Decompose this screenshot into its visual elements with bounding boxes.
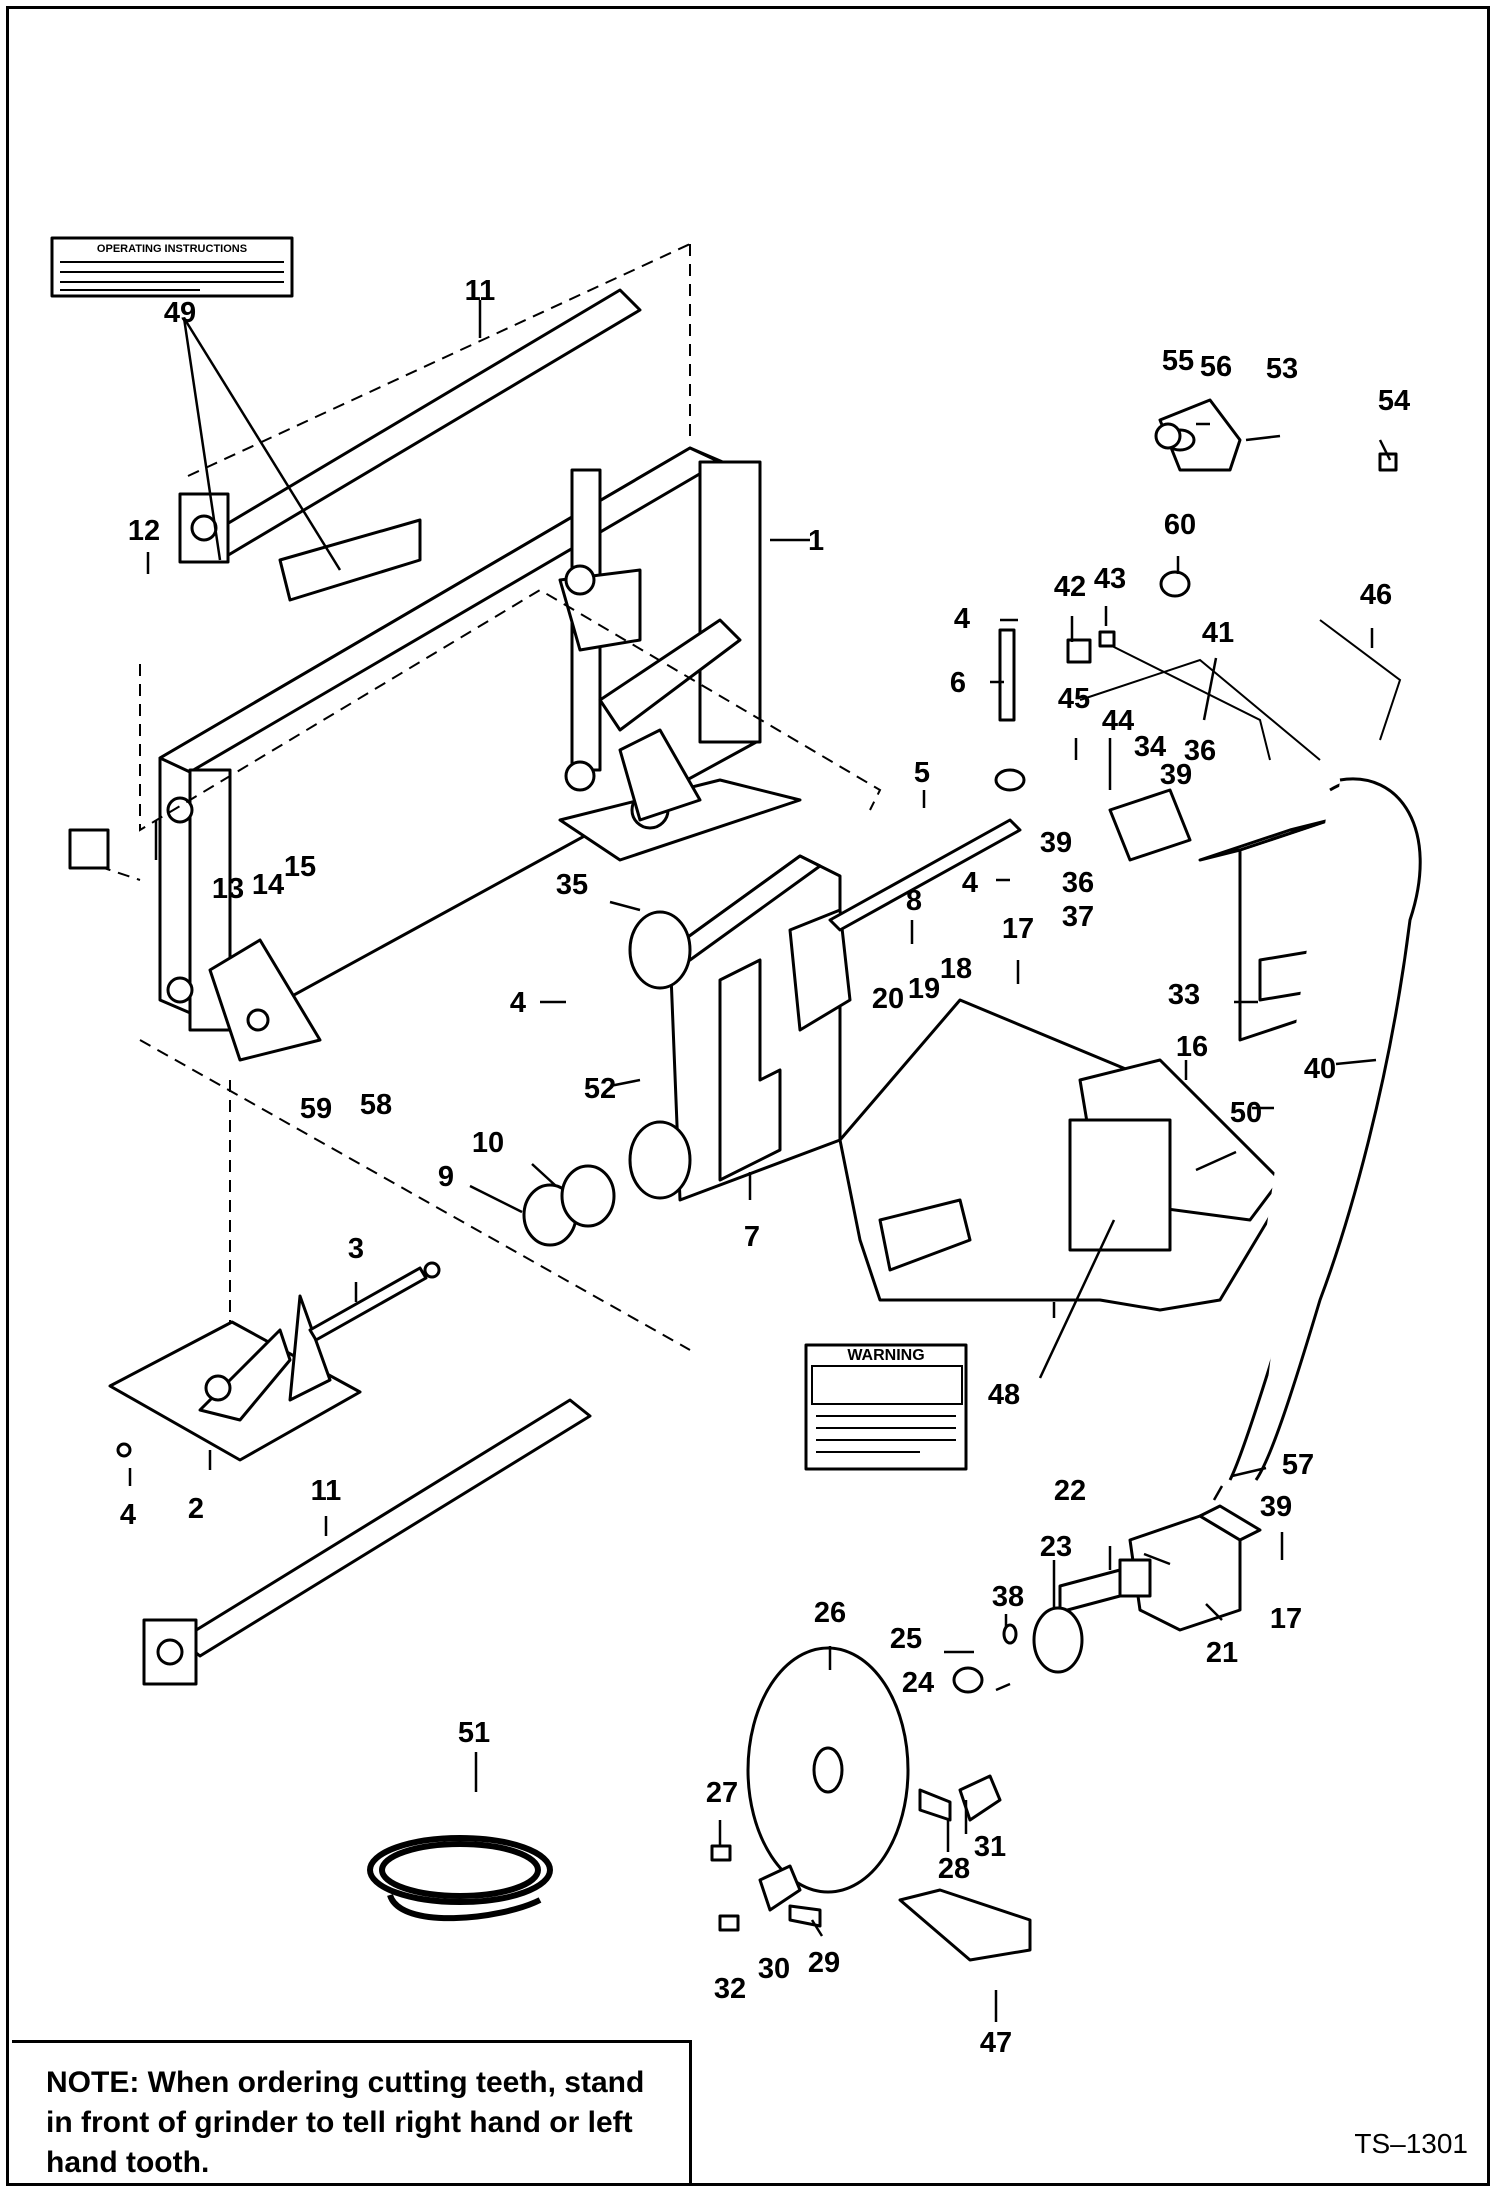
callout-3: 3 <box>348 1233 364 1265</box>
cutter-disc <box>710 1646 1002 1932</box>
callout-35: 35 <box>556 869 588 901</box>
lower-bar <box>142 1398 592 1686</box>
callout-27: 27 <box>706 1777 738 1809</box>
callout-49: 49 <box>164 297 196 329</box>
cutting-tooth <box>898 1888 1032 1962</box>
callout-36-b: 36 <box>1062 867 1094 899</box>
callout-58: 58 <box>360 1089 392 1121</box>
hoses <box>1079 619 1422 1481</box>
callout-19: 19 <box>908 973 940 1005</box>
callout-20: 20 <box>872 983 904 1015</box>
pin <box>998 628 1016 722</box>
callout-24: 24 <box>902 1667 934 1699</box>
valve-block <box>1108 788 1332 1042</box>
callout-56: 56 <box>1200 351 1232 383</box>
axle <box>828 818 1022 932</box>
callout-16: 16 <box>1176 1031 1208 1063</box>
leader-lines <box>128 300 1392 2022</box>
callout-32: 32 <box>714 1973 746 2005</box>
callout-46: 46 <box>1360 579 1392 611</box>
callout-60: 60 <box>1164 509 1196 541</box>
callout-7: 7 <box>744 1221 760 1253</box>
ordering-note: NOTE: When ordering cutting teeth, stand… <box>46 2066 645 2179</box>
callout-50: 50 <box>1230 1097 1262 1129</box>
callout-39-a: 39 <box>1160 759 1192 791</box>
operating-instructions-decal: OPERATING INSTRUCTIONS <box>50 236 294 298</box>
callout-33: 33 <box>1168 979 1200 1011</box>
callout-28: 28 <box>938 1853 970 1885</box>
hydraulic-motor <box>1058 1504 1262 1632</box>
callout-2: 2 <box>188 1493 204 1525</box>
callout-54: 54 <box>1378 385 1410 417</box>
callout-30: 30 <box>758 1953 790 1985</box>
callout-12: 12 <box>128 515 160 547</box>
callout-51: 51 <box>458 1717 490 1749</box>
callout-40: 40 <box>1304 1053 1336 1085</box>
drum-housing <box>628 854 852 1202</box>
callout-5: 5 <box>914 757 930 789</box>
callout-1: 1 <box>808 525 824 557</box>
callout-45: 45 <box>1058 683 1090 715</box>
callout-9: 9 <box>438 1161 454 1193</box>
callout-4-c: 4 <box>510 987 526 1019</box>
callout-31: 31 <box>974 1831 1006 1863</box>
callout-39-b: 39 <box>1040 827 1072 859</box>
callout-22: 22 <box>1054 1475 1086 1507</box>
callout-26: 26 <box>814 1597 846 1629</box>
callout-17-b: 17 <box>1270 1603 1302 1635</box>
callout-23: 23 <box>1040 1531 1072 1563</box>
callout-21: 21 <box>1206 1637 1238 1669</box>
warning-decal: WARNING <box>804 1343 968 1471</box>
callout-11-a: 11 <box>465 275 496 307</box>
warning-decal-title: WARNING <box>847 1347 924 1364</box>
callout-55: 55 <box>1162 345 1194 377</box>
callout-15: 15 <box>284 851 316 883</box>
callout-59: 59 <box>300 1093 332 1125</box>
callout-29: 29 <box>808 1947 840 1979</box>
callout-34: 34 <box>1134 731 1166 763</box>
callout-44: 44 <box>1102 705 1134 737</box>
main-frame <box>158 446 762 1032</box>
callout-4-b: 4 <box>962 867 978 899</box>
callout-48: 48 <box>988 1379 1020 1411</box>
callout-39-c: 39 <box>1260 1491 1292 1523</box>
frame-sockets <box>208 564 802 1062</box>
mount-plate <box>108 1294 362 1462</box>
callout-labels: 1 2 3 4 4 4 4 5 6 7 8 9 10 11 11 12 13 1… <box>120 275 1410 2059</box>
small-square-decal <box>68 828 110 870</box>
callout-17-a: 17 <box>1002 913 1034 945</box>
cable-coil <box>367 1835 553 1922</box>
callout-37: 37 <box>1062 901 1094 933</box>
callout-52: 52 <box>584 1073 616 1105</box>
callout-53: 53 <box>1266 353 1298 385</box>
callout-10: 10 <box>472 1127 504 1159</box>
callout-38: 38 <box>992 1581 1024 1613</box>
pin-3 <box>308 1266 428 1342</box>
upper-bar <box>178 243 691 564</box>
callout-4-a: 4 <box>954 603 970 635</box>
callout-25: 25 <box>890 1623 922 1655</box>
hub <box>952 1606 1084 1694</box>
operating-decal-title: OPERATING INSTRUCTIONS <box>97 243 247 255</box>
callout-6: 6 <box>950 667 966 699</box>
drawing-reference-code: TS–1301 <box>1354 2128 1468 2159</box>
drawing-border <box>6 6 1490 2186</box>
fittings <box>1066 398 1398 664</box>
callout-43: 43 <box>1094 563 1126 595</box>
callout-18: 18 <box>940 953 972 985</box>
callout-11-b: 11 <box>311 1475 342 1507</box>
callout-47: 47 <box>980 2027 1012 2059</box>
ring-10 <box>560 1164 616 1228</box>
callout-13: 13 <box>212 873 244 905</box>
callout-42: 42 <box>1054 571 1086 603</box>
guard <box>838 998 1282 1312</box>
callout-41: 41 <box>1202 617 1234 649</box>
callout-36-a: 36 <box>1184 735 1216 767</box>
ordering-note-box: NOTE: When ordering cutting teeth, stand… <box>12 2040 692 2184</box>
callout-57: 57 <box>1282 1449 1314 1481</box>
callout-14: 14 <box>252 869 284 901</box>
callout-8: 8 <box>906 885 922 917</box>
callout-4-d: 4 <box>120 1499 136 1531</box>
